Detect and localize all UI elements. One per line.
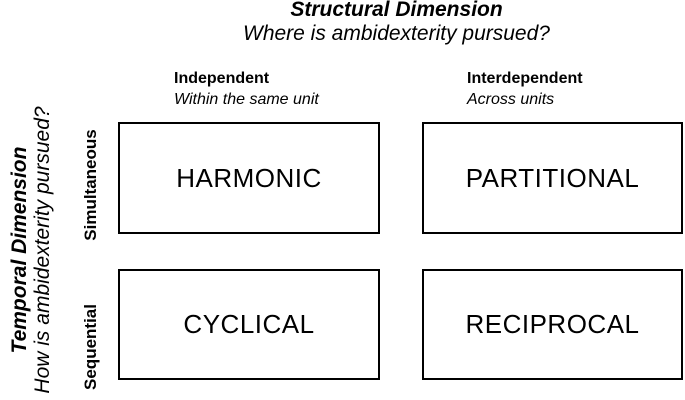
cell-reciprocal: RECIPROCAL [422,269,683,380]
row-label-simultaneous: Simultaneous [81,129,100,241]
column-label: Independent [174,70,270,87]
column-sublabel: Across units [467,91,555,108]
structural-dimension-question: Where is ambidexterity pursued? [243,22,550,45]
cell-label: CYCLICAL [183,309,315,339]
row-label-sequential: Sequential [81,304,100,390]
cell-harmonic: HARMONIC [118,122,380,234]
temporal-dimension-question: How is ambidexterity pursued? [31,106,54,394]
cell-label: HARMONIC [176,162,322,193]
cell-partitional: PARTITIONAL [422,122,683,234]
column-label: Interdependent [467,70,583,87]
temporal-dimension-title: Temporal Dimension [8,146,31,354]
structural-dimension-title: Structural Dimension [290,0,503,21]
cell-label: PARTITIONAL [465,162,640,193]
cell-cyclical: CYCLICAL [118,269,380,380]
cell-label: RECIPROCAL [465,309,640,339]
column-header-interdependent: Interdependent Across units [467,68,583,110]
temporal-dimension-axis: Temporal Dimension How is ambidexterity … [8,95,54,400]
structural-dimension-axis: Structural Dimension Where is ambidexter… [110,0,683,46]
column-header-independent: Independent Within the same unit [174,68,319,110]
column-sublabel: Within the same unit [174,91,319,108]
